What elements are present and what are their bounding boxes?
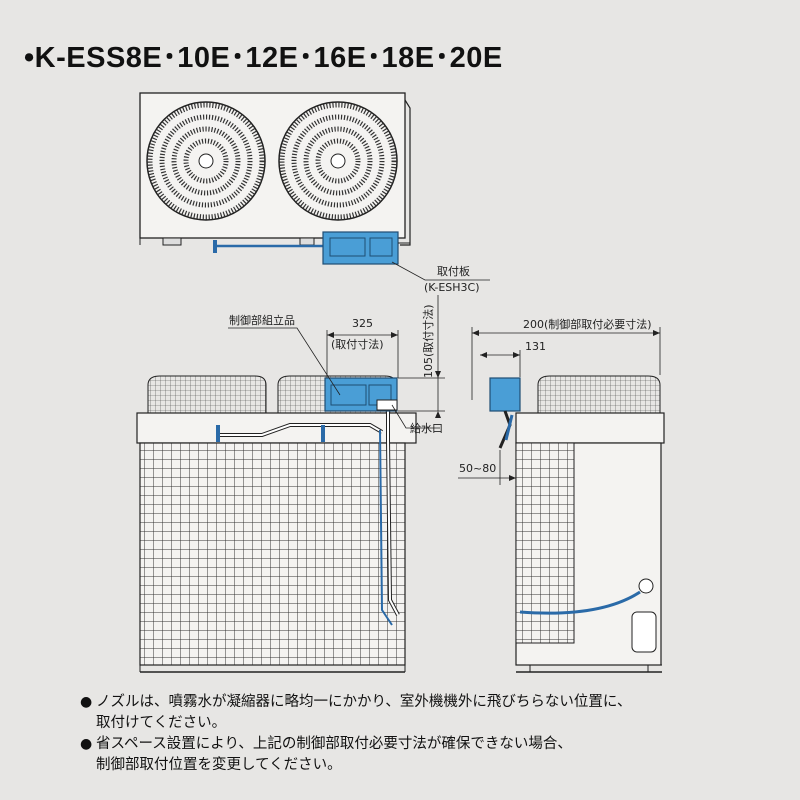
front-grille	[139, 442, 406, 666]
front-view-unit	[136, 375, 417, 673]
notes: ● ノズルは、噴霧水が凝縮器に略均一にかかり、室外機機外に飛びちらない位置に、 …	[80, 692, 780, 776]
control-box-top	[322, 231, 399, 265]
page-title: •K-ESS8E･10E･12E･16E･18E･20E	[24, 42, 503, 74]
water-inlet-label: 給水口	[410, 421, 443, 435]
note-bullet: ●	[80, 694, 93, 710]
dim-105: 105(取付寸法)	[421, 304, 435, 378]
note-text: ノズルは、噴霧水が凝縮器に略均一にかかり、室外機機外に飛びちらない位置に、 取付…	[96, 694, 632, 731]
note-item: ● ノズルは、噴霧水が凝縮器に略均一にかかり、室外機機外に飛びちらない位置に、 …	[80, 692, 780, 734]
dim-131: 131	[525, 340, 546, 353]
note-bullet: ●	[80, 736, 93, 752]
dim-325: 325	[352, 317, 373, 330]
note-text: 省スペース設置により、上記の制御部取付必要寸法が確保できない場合、 制御部取付位…	[96, 736, 572, 773]
note-item: ● 省スペース設置により、上記の制御部取付必要寸法が確保できない場合、 制御部取…	[80, 734, 780, 776]
control-assembly-label: 制御部組立品	[229, 313, 295, 327]
top-view-unit	[139, 92, 411, 265]
mounting-plate-model-label: (K-ESH3C)	[424, 281, 480, 294]
dim-50-80: 50~80	[459, 462, 496, 475]
side-view-unit	[489, 375, 665, 673]
mounting-plate-label: 取付板	[437, 264, 470, 278]
dim-200: 200(制御部取付必要寸法)	[523, 317, 652, 331]
control-box-side	[489, 377, 521, 412]
dim-325-note: (取付寸法)	[331, 337, 384, 351]
